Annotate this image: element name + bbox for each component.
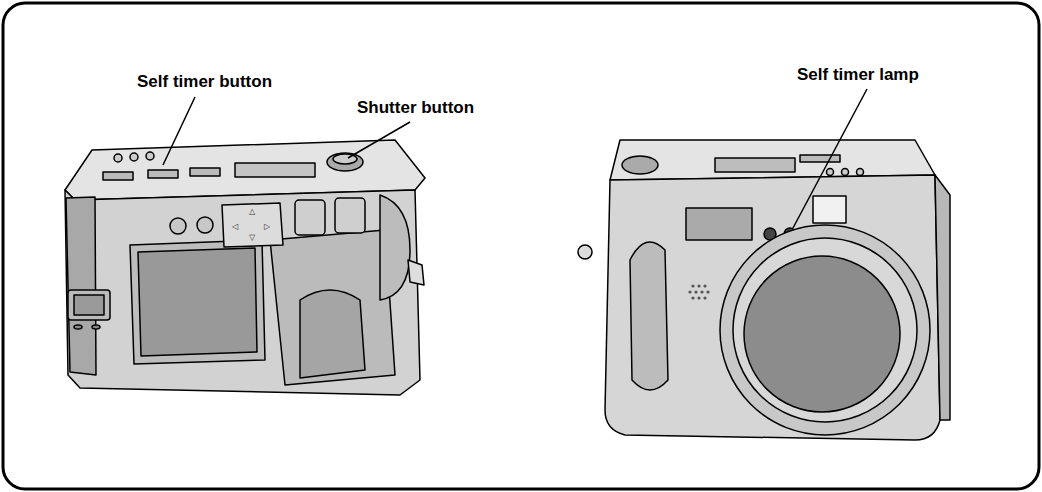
leader-line bbox=[348, 122, 410, 158]
part-label: Self timer lamp bbox=[797, 65, 919, 85]
svg-text:◁: ◁ bbox=[232, 222, 239, 231]
svg-text:△: △ bbox=[249, 207, 256, 216]
camera-front bbox=[578, 89, 950, 440]
svg-text:▷: ▷ bbox=[264, 222, 271, 231]
svg-text:▽: ▽ bbox=[249, 233, 256, 242]
frame bbox=[3, 3, 1039, 489]
part-label: Shutter button bbox=[357, 98, 474, 118]
leader-line bbox=[793, 89, 867, 228]
camera-rear: △ ▽ ◁ ▷ bbox=[65, 97, 425, 395]
part-label: Self timer button bbox=[137, 72, 272, 92]
leader-line bbox=[163, 97, 195, 165]
